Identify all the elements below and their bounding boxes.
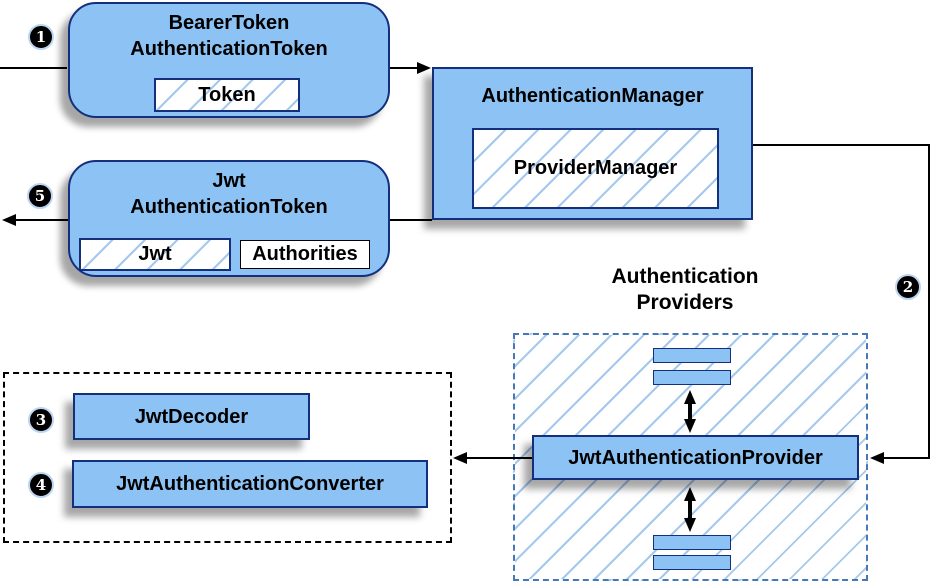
field-provider-manager-label: ProviderManager xyxy=(513,157,678,179)
jwt-authentication-provider-title: JwtAuthenticationProvider xyxy=(568,446,823,469)
jwt-decoder-title: JwtDecoder xyxy=(134,405,249,428)
field-token: Token xyxy=(154,78,300,112)
authentication-providers-label-line1: Authentication xyxy=(611,265,759,288)
node-authentication-manager: AuthenticationManager ProviderManager xyxy=(432,67,753,220)
node-jwt-authentication-provider: JwtAuthenticationProvider xyxy=(532,435,859,480)
node-bearer-token-authentication-token: BearerToken AuthenticationToken Token xyxy=(68,2,390,118)
arrow-jwt-token-outgoing xyxy=(2,214,68,226)
provider-placeholder-rect xyxy=(653,348,731,363)
field-token-label: Token xyxy=(198,83,256,106)
node-bearer-token-title: BearerToken AuthenticationToken xyxy=(70,10,388,62)
provider-placeholder-rect xyxy=(653,370,731,385)
step-badge-3: 3 xyxy=(28,407,54,433)
node-jwt-decoder: JwtDecoder xyxy=(73,393,310,440)
step-badge-4: 4 xyxy=(28,472,54,498)
field-jwt: Jwt xyxy=(79,238,231,271)
authentication-manager-title: AuthenticationManager xyxy=(481,85,704,107)
jwt-token-title-line2: AuthenticationToken xyxy=(130,196,328,218)
field-authorities: Authorities xyxy=(240,240,370,269)
node-jwt-authentication-converter: JwtAuthenticationConverter xyxy=(72,460,428,508)
arrow-bearer-to-manager xyxy=(390,62,431,74)
step-badge-2: 2 xyxy=(895,274,921,300)
decoder-converter-group xyxy=(3,372,452,543)
bearer-token-title-line1: BearerToken xyxy=(168,12,290,34)
jwt-authentication-converter-title: JwtAuthenticationConverter xyxy=(116,473,384,495)
provider-placeholder-rect xyxy=(653,555,731,570)
node-jwt-authentication-token: Jwt AuthenticationToken Jwt Authorities xyxy=(68,160,390,277)
step-badge-1: 1 xyxy=(28,24,54,50)
provider-placeholder-rect xyxy=(653,535,731,550)
field-jwt-label: Jwt xyxy=(138,243,172,265)
jwt-token-title-line1: Jwt xyxy=(212,170,246,192)
authentication-providers-label: Authentication Providers xyxy=(535,264,835,316)
bearer-token-title-line2: AuthenticationToken xyxy=(130,38,328,60)
authentication-providers-label-line2: Providers xyxy=(636,291,734,314)
jwt-authentication-token-title: Jwt AuthenticationToken xyxy=(70,168,388,220)
step-badge-5: 5 xyxy=(27,183,53,209)
field-provider-manager: ProviderManager xyxy=(472,128,719,209)
field-authorities-label: Authorities xyxy=(252,243,358,265)
